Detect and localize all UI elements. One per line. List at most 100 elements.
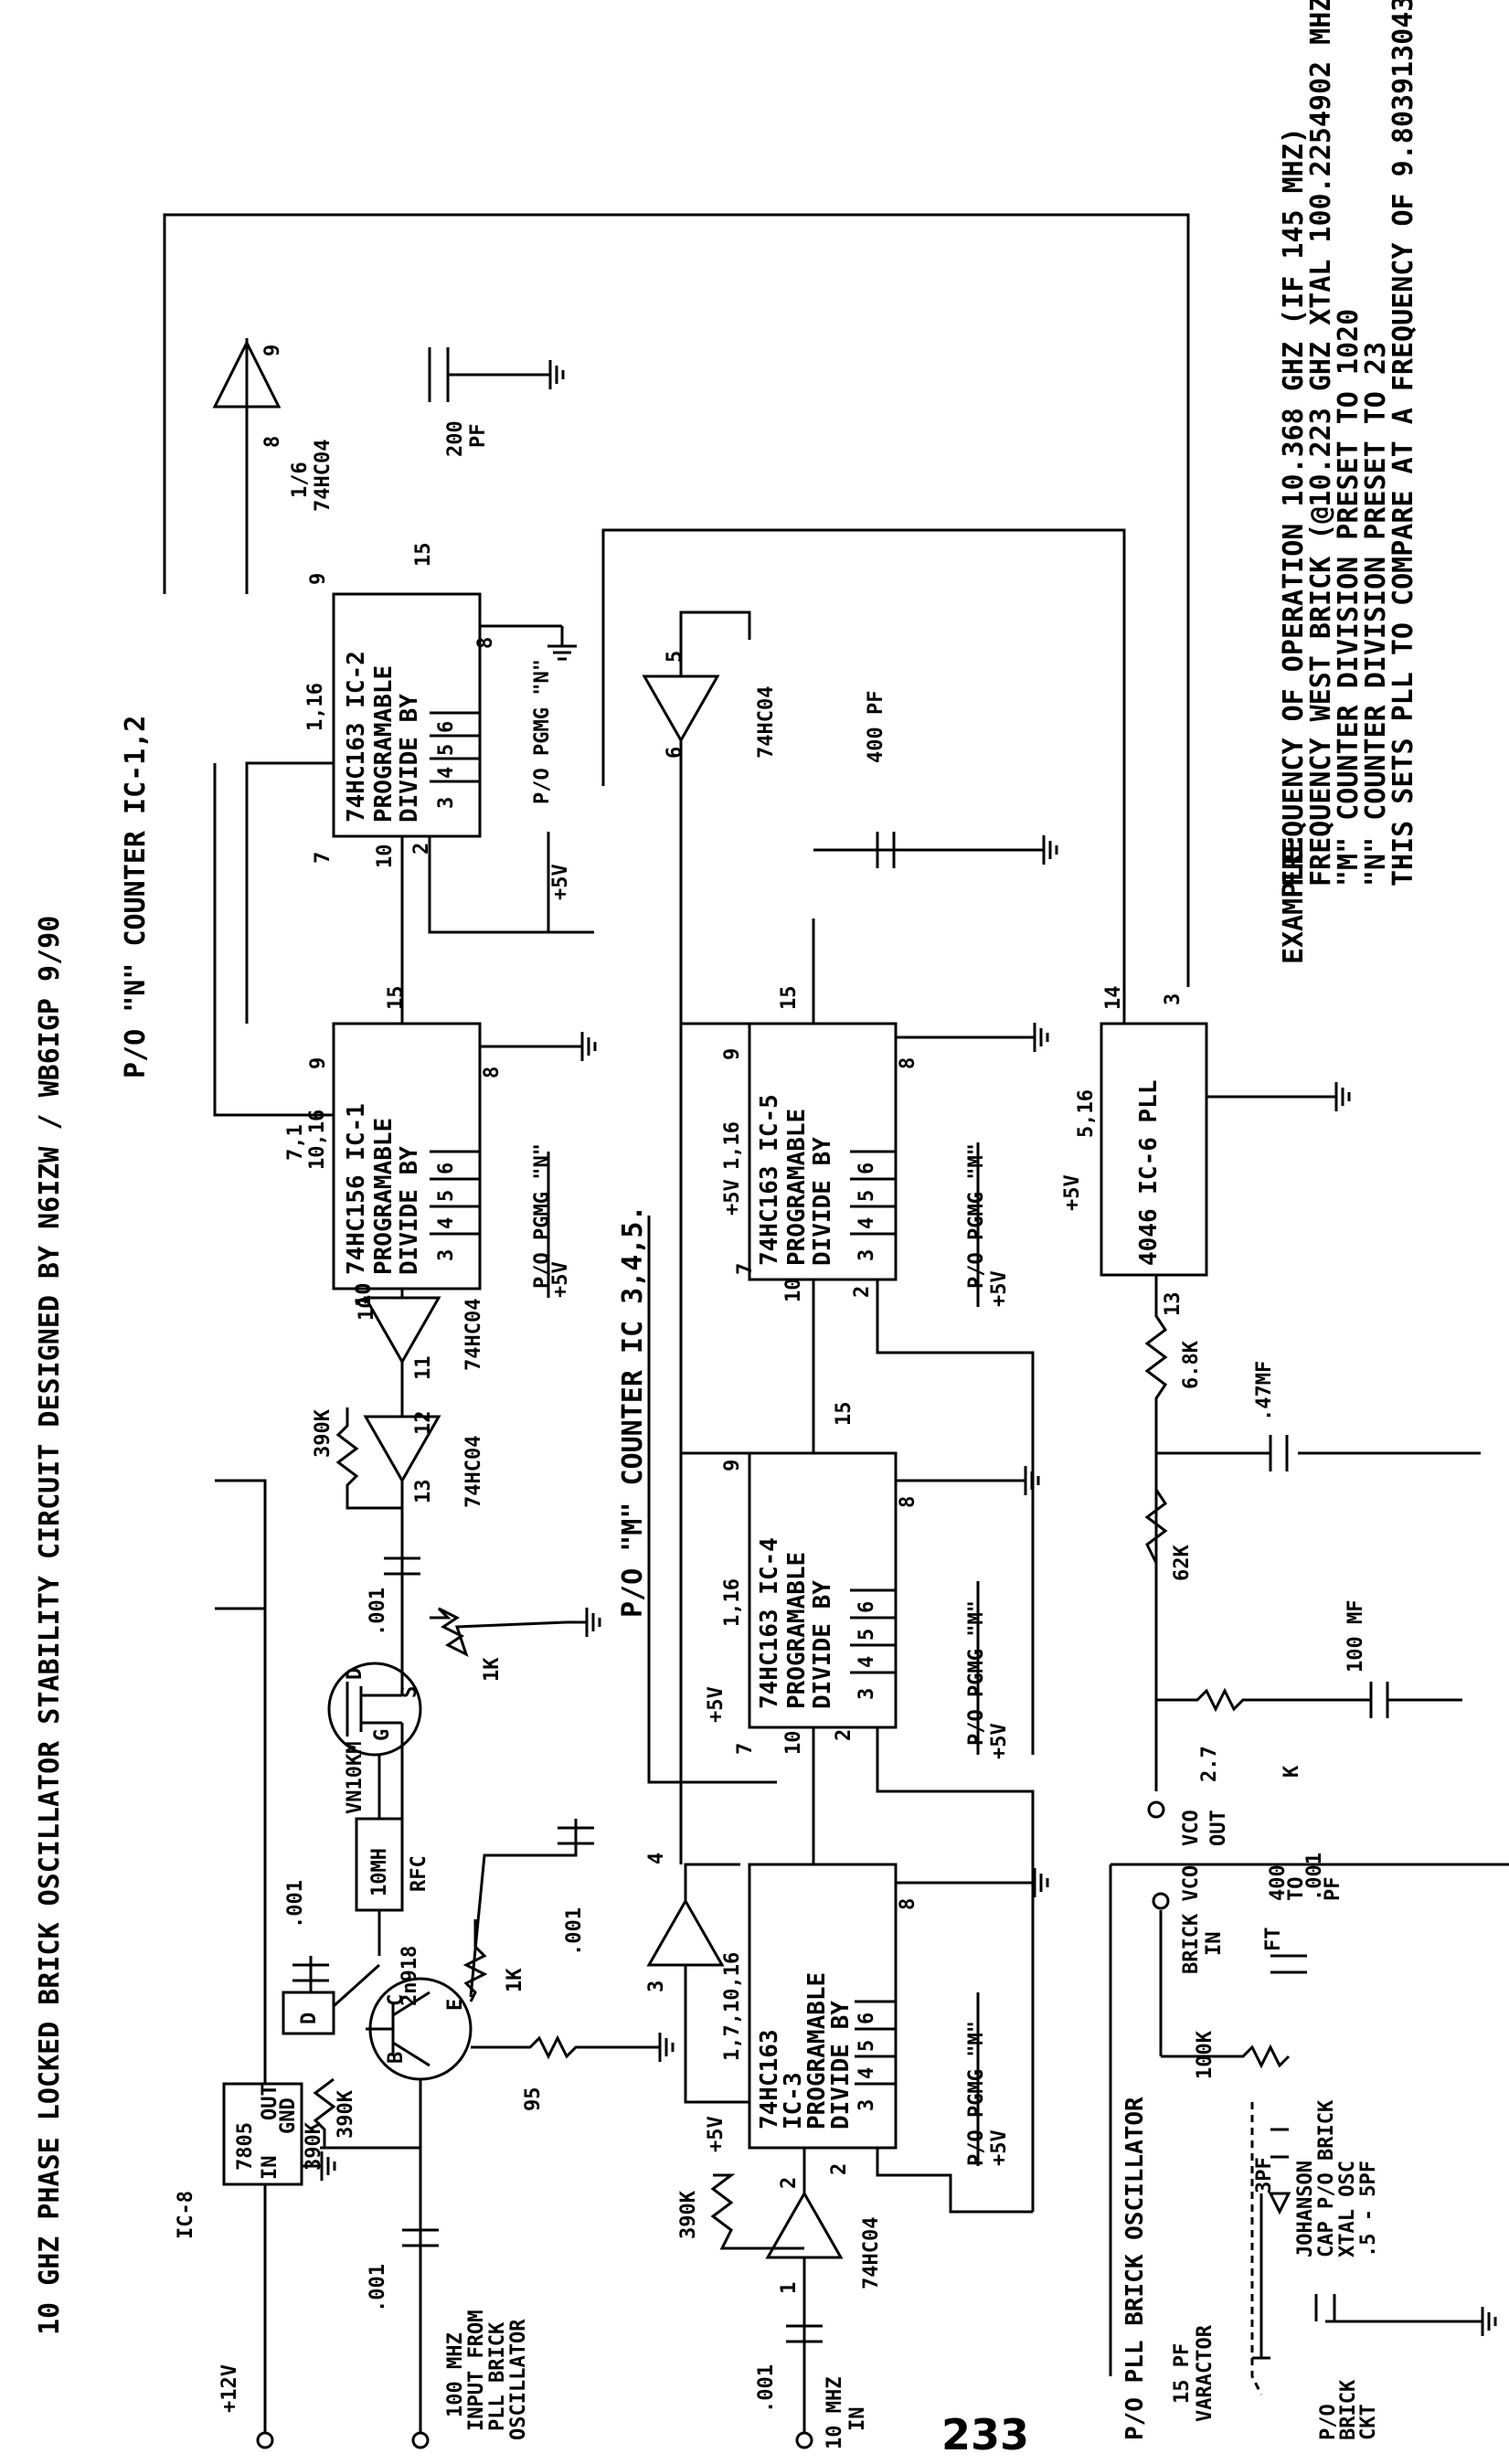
ic4-pin-8: 8 <box>897 1496 919 1508</box>
r1k-label: 1K <box>481 1657 504 1682</box>
reg-out: OUT <box>259 2084 282 2120</box>
ic1-pin-4: 4 <box>435 1217 458 1229</box>
ic1-pin-6: 6 <box>435 1163 458 1174</box>
ic4-line1: PROGRAMABLE <box>783 1552 811 1709</box>
example-line-4: "N" COUNTER DIVISION PRESET TO 23 <box>1360 342 1392 887</box>
m-counter-links <box>647 919 1035 2212</box>
inv-top-label: 1/6 <box>289 462 312 498</box>
ic3-part2: IC-3 <box>780 2072 807 2129</box>
inv-m-top-part: 74HC04 <box>755 686 778 759</box>
ic6-pin-13: 13 <box>1162 1292 1185 1317</box>
example-line-3: "M" COUNTER DIVISION PRESET TO 1020 <box>1333 309 1365 887</box>
r95-label: 95 <box>522 2087 545 2112</box>
ic4-line2: DIVIDE BY <box>809 1580 836 1709</box>
r390k-m-label: 390K <box>677 2190 700 2239</box>
c001-in-label: .001 <box>367 2264 389 2312</box>
ic3-pin-8: 8 <box>897 1898 919 1910</box>
ic1-ic2-link <box>213 761 594 1117</box>
ic5-line2: DIVIDE BY <box>809 1137 836 1266</box>
ic4-pins-top: 1,16 <box>721 1578 744 1627</box>
ic4-pin-9: 9 <box>721 1460 744 1471</box>
input-from-3: PLL BRICK <box>486 2321 509 2431</box>
ic1-line1: PROGRAMABLE <box>370 1118 398 1275</box>
ic1-pin-9: 9 <box>307 1057 330 1069</box>
ic2-pins-top: 1,16 <box>304 683 327 731</box>
ic3-5v: +5V <box>988 2129 1011 2166</box>
reg-gnd: GND <box>277 2098 300 2134</box>
ic3-pin-5: 5 <box>855 2040 878 2052</box>
vco-label: VCO <box>1180 1810 1203 1846</box>
inv-top-pin-9: 9 <box>261 345 284 356</box>
brick-ckt3: CKT <box>1357 2404 1380 2440</box>
ic2-line2: DIVIDE BY <box>396 694 423 823</box>
r27k-unit: K <box>1281 1765 1303 1778</box>
r68k-label: 6.8K <box>1180 1340 1203 1389</box>
ic3-pin-2: 2 <box>828 2163 851 2175</box>
inverters-m: 4 3 2 1 74HC04 390K .001 10 MHZ IN <box>645 1853 1033 2449</box>
ic3-part: 74HC163 <box>756 2029 783 2129</box>
c001-m-label: .001 <box>755 2364 778 2413</box>
ic5: 74HC163 IC-5 PROGRAMABLE DIVIDE BY 3 4 5… <box>721 986 1049 1307</box>
inv-n-pin-12: 12 <box>412 1411 435 1436</box>
brick-johanson3: XTAL OSC <box>1336 2161 1359 2257</box>
inv-n-pin-13: 13 <box>412 1480 435 1504</box>
ic2-pin-2: 2 <box>410 843 433 855</box>
ic5-pgm: P/O PGMG "M" <box>965 1143 988 1289</box>
ic4-pin-15: 15 <box>833 1402 855 1427</box>
ic5-5v-top: +5V <box>721 1179 744 1216</box>
inv-m-pin-3: 3 <box>645 1981 668 1992</box>
inv-n-pin-11: 11 <box>412 1356 435 1381</box>
ic3-line1: PROGRAMABLE <box>803 1972 831 2129</box>
brick-r100k: 100K <box>1194 2030 1217 2079</box>
brick-ft5: PF <box>1322 1877 1344 1902</box>
ic2-pin-4: 4 <box>435 767 458 779</box>
trans-mark: D <box>298 2013 321 2024</box>
ic2-pin-10: 10 <box>374 844 397 869</box>
ic1-5v: +5V <box>549 1261 572 1298</box>
ic5-pin-2: 2 <box>851 1286 874 1298</box>
ic1-pin-8: 8 <box>481 1067 504 1078</box>
ic2-pin-15: 15 <box>412 543 435 568</box>
tr-c: C <box>385 1994 408 2006</box>
ic3-pgm: P/O PGMG "M" <box>965 2021 988 2166</box>
ic4-pgm: P/O PGMG "M" <box>965 1600 988 1746</box>
ic3-pin-6: 6 <box>855 2013 878 2024</box>
ic2-5v: +5V <box>549 864 572 900</box>
ic1-pin-15: 15 <box>385 986 408 1011</box>
c001-tr-label: .001 <box>284 1880 307 1928</box>
ic6-pin-14: 14 <box>1102 986 1125 1011</box>
ic2-pin-7: 7 <box>312 852 335 864</box>
ic1-pin-5: 5 <box>435 1190 458 1202</box>
example-line-2: FREQUENCY WEST BRICK (@10.223 GHZ XTAL 1… <box>1305 0 1337 887</box>
rfc-value: 10MH <box>368 1848 391 1896</box>
ic5-pin-9: 9 <box>721 1048 744 1060</box>
reg-part: 7805 <box>234 2122 257 2171</box>
ic3-line2: DIVIDE BY <box>827 2001 855 2129</box>
fet-g: G <box>371 1729 394 1741</box>
ic3-5v-left: +5V <box>705 2116 728 2152</box>
c001-n-label: .001 <box>367 1588 389 1636</box>
brick-title: P/O PLL BRICK OSCILLATOR <box>1121 2097 1149 2440</box>
ic3-pins-top: 1,7,10,16 <box>721 1952 744 2061</box>
ic5-pin-6: 6 <box>855 1163 878 1174</box>
ic5-pin-15: 15 <box>778 986 801 1011</box>
ic4-pin-7: 7 <box>734 1743 757 1755</box>
fet: D G S VN10KM 10MH RFC <box>327 1645 430 1956</box>
r390k-reg-label: 390K <box>303 2121 325 2171</box>
inv-n-pin-10: 10 <box>353 1283 376 1308</box>
input-from-4: OSCILLATOR <box>507 2319 530 2440</box>
r1k-b-label: 1K <box>504 1968 526 1992</box>
brick-varactor2: VARACTOR <box>1194 2324 1217 2422</box>
fet-s: S <box>399 1686 421 1698</box>
ic2-pin-5: 5 <box>435 744 458 756</box>
ic2-pgm: P/O PGMG "N" <box>531 659 554 804</box>
brick-johanson: JOHANSON <box>1294 2161 1317 2257</box>
c200-label: 200 <box>444 420 467 457</box>
inv-m-pin-2: 2 <box>778 2177 801 2189</box>
ic2-pin-3: 3 <box>435 797 458 809</box>
ic1-pgm: P/O PGMG "N" <box>531 1143 554 1289</box>
ic5-line1: PROGRAMABLE <box>783 1109 811 1266</box>
ic5-pin-8: 8 <box>897 1057 919 1069</box>
input-from-2: INPUT FROM <box>465 2310 488 2431</box>
brick-3pf: 3PF <box>1253 2157 1276 2193</box>
